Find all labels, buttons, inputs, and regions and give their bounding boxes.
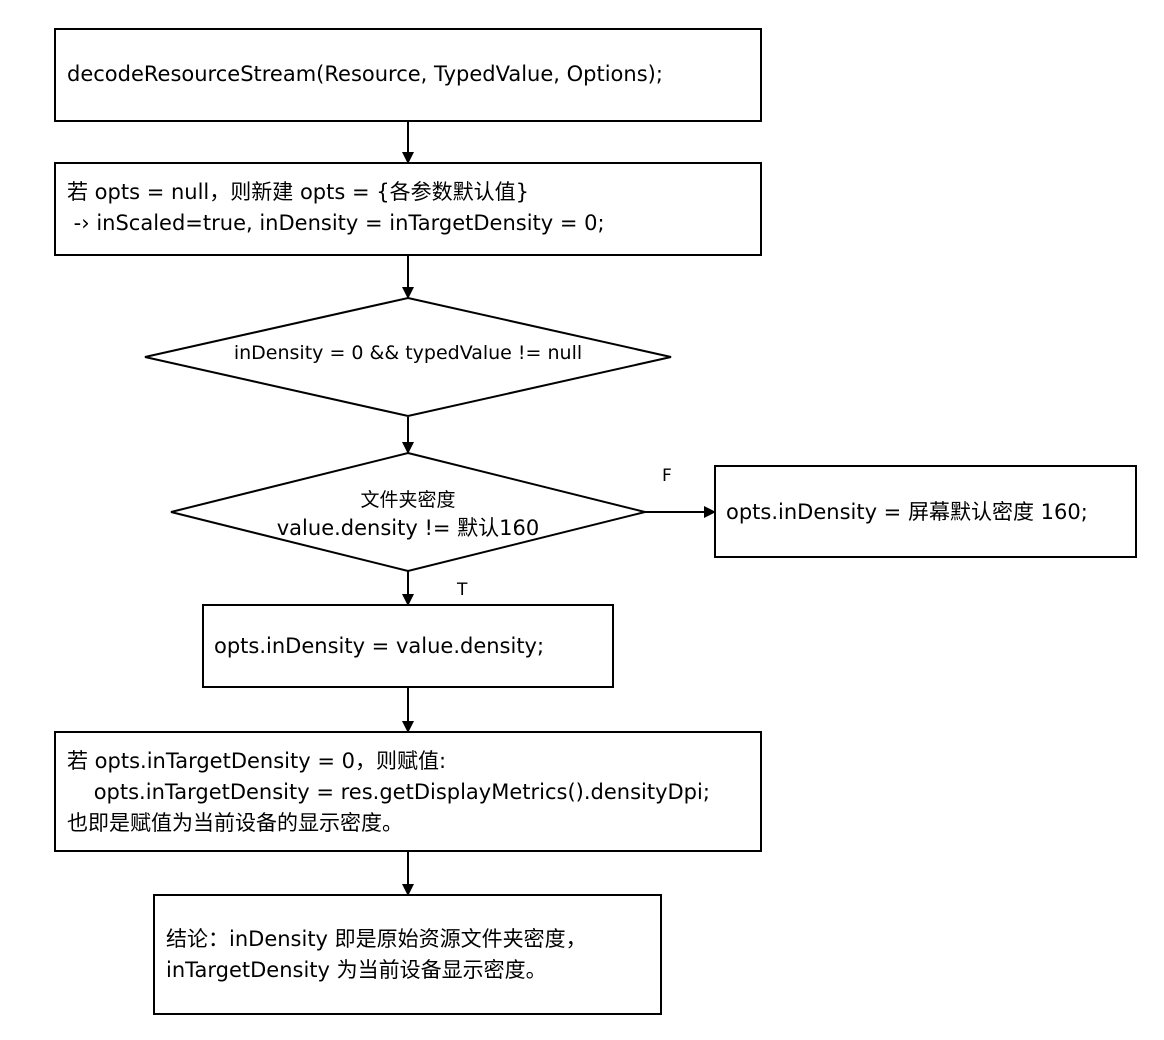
assign-density-box: opts.inDensity = value.density; bbox=[202, 604, 614, 688]
check-density-condition: inDensity = 0 && typedValue != null bbox=[233, 342, 583, 364]
target-density-line-1: 若 opts.inTargetDensity = 0，则赋值: bbox=[67, 749, 447, 773]
default-density-text: opts.inDensity = 屏幕默认密度 160; bbox=[726, 500, 1088, 524]
decode-call-text: decodeResourceStream(Resource, TypedValu… bbox=[67, 62, 663, 86]
target-density-line-3: 也即是赋值为当前设备的显示密度。 bbox=[67, 811, 403, 835]
false-branch-label: F bbox=[662, 466, 672, 486]
init-opts-line-1: 若 opts = null，则新建 opts = {各参数默认值} bbox=[67, 180, 529, 204]
target-density-line-2: opts.inTargetDensity = res.getDisplayMet… bbox=[67, 780, 710, 804]
target-density-box: 若 opts.inTargetDensity = 0，则赋值: opts.inT… bbox=[54, 731, 762, 852]
assign-density-text: opts.inDensity = value.density; bbox=[214, 634, 545, 658]
conclusion-box: 结论：inDensity 即是原始资源文件夹密度， inTargetDensit… bbox=[153, 894, 662, 1015]
conclusion-line-1: 结论：inDensity 即是原始资源文件夹密度， bbox=[166, 927, 587, 951]
check-folder-line-1: 文件夹密度 bbox=[360, 489, 456, 511]
decision-density-diamond bbox=[144, 296, 672, 418]
true-branch-label: T bbox=[457, 580, 468, 600]
decode-resource-stream-box: decodeResourceStream(Resource, TypedValu… bbox=[54, 28, 762, 122]
check-folder-line-2: value.density != 默认160 bbox=[276, 516, 540, 540]
init-opts-box: 若 opts = null，则新建 opts = {各参数默认值} -› inS… bbox=[54, 162, 762, 256]
init-opts-line-2: -› inScaled=true, inDensity = inTargetDe… bbox=[67, 211, 605, 235]
conclusion-line-2: inTargetDensity 为当前设备显示密度。 bbox=[166, 958, 547, 982]
default-density-box: opts.inDensity = 屏幕默认密度 160; bbox=[714, 465, 1137, 558]
